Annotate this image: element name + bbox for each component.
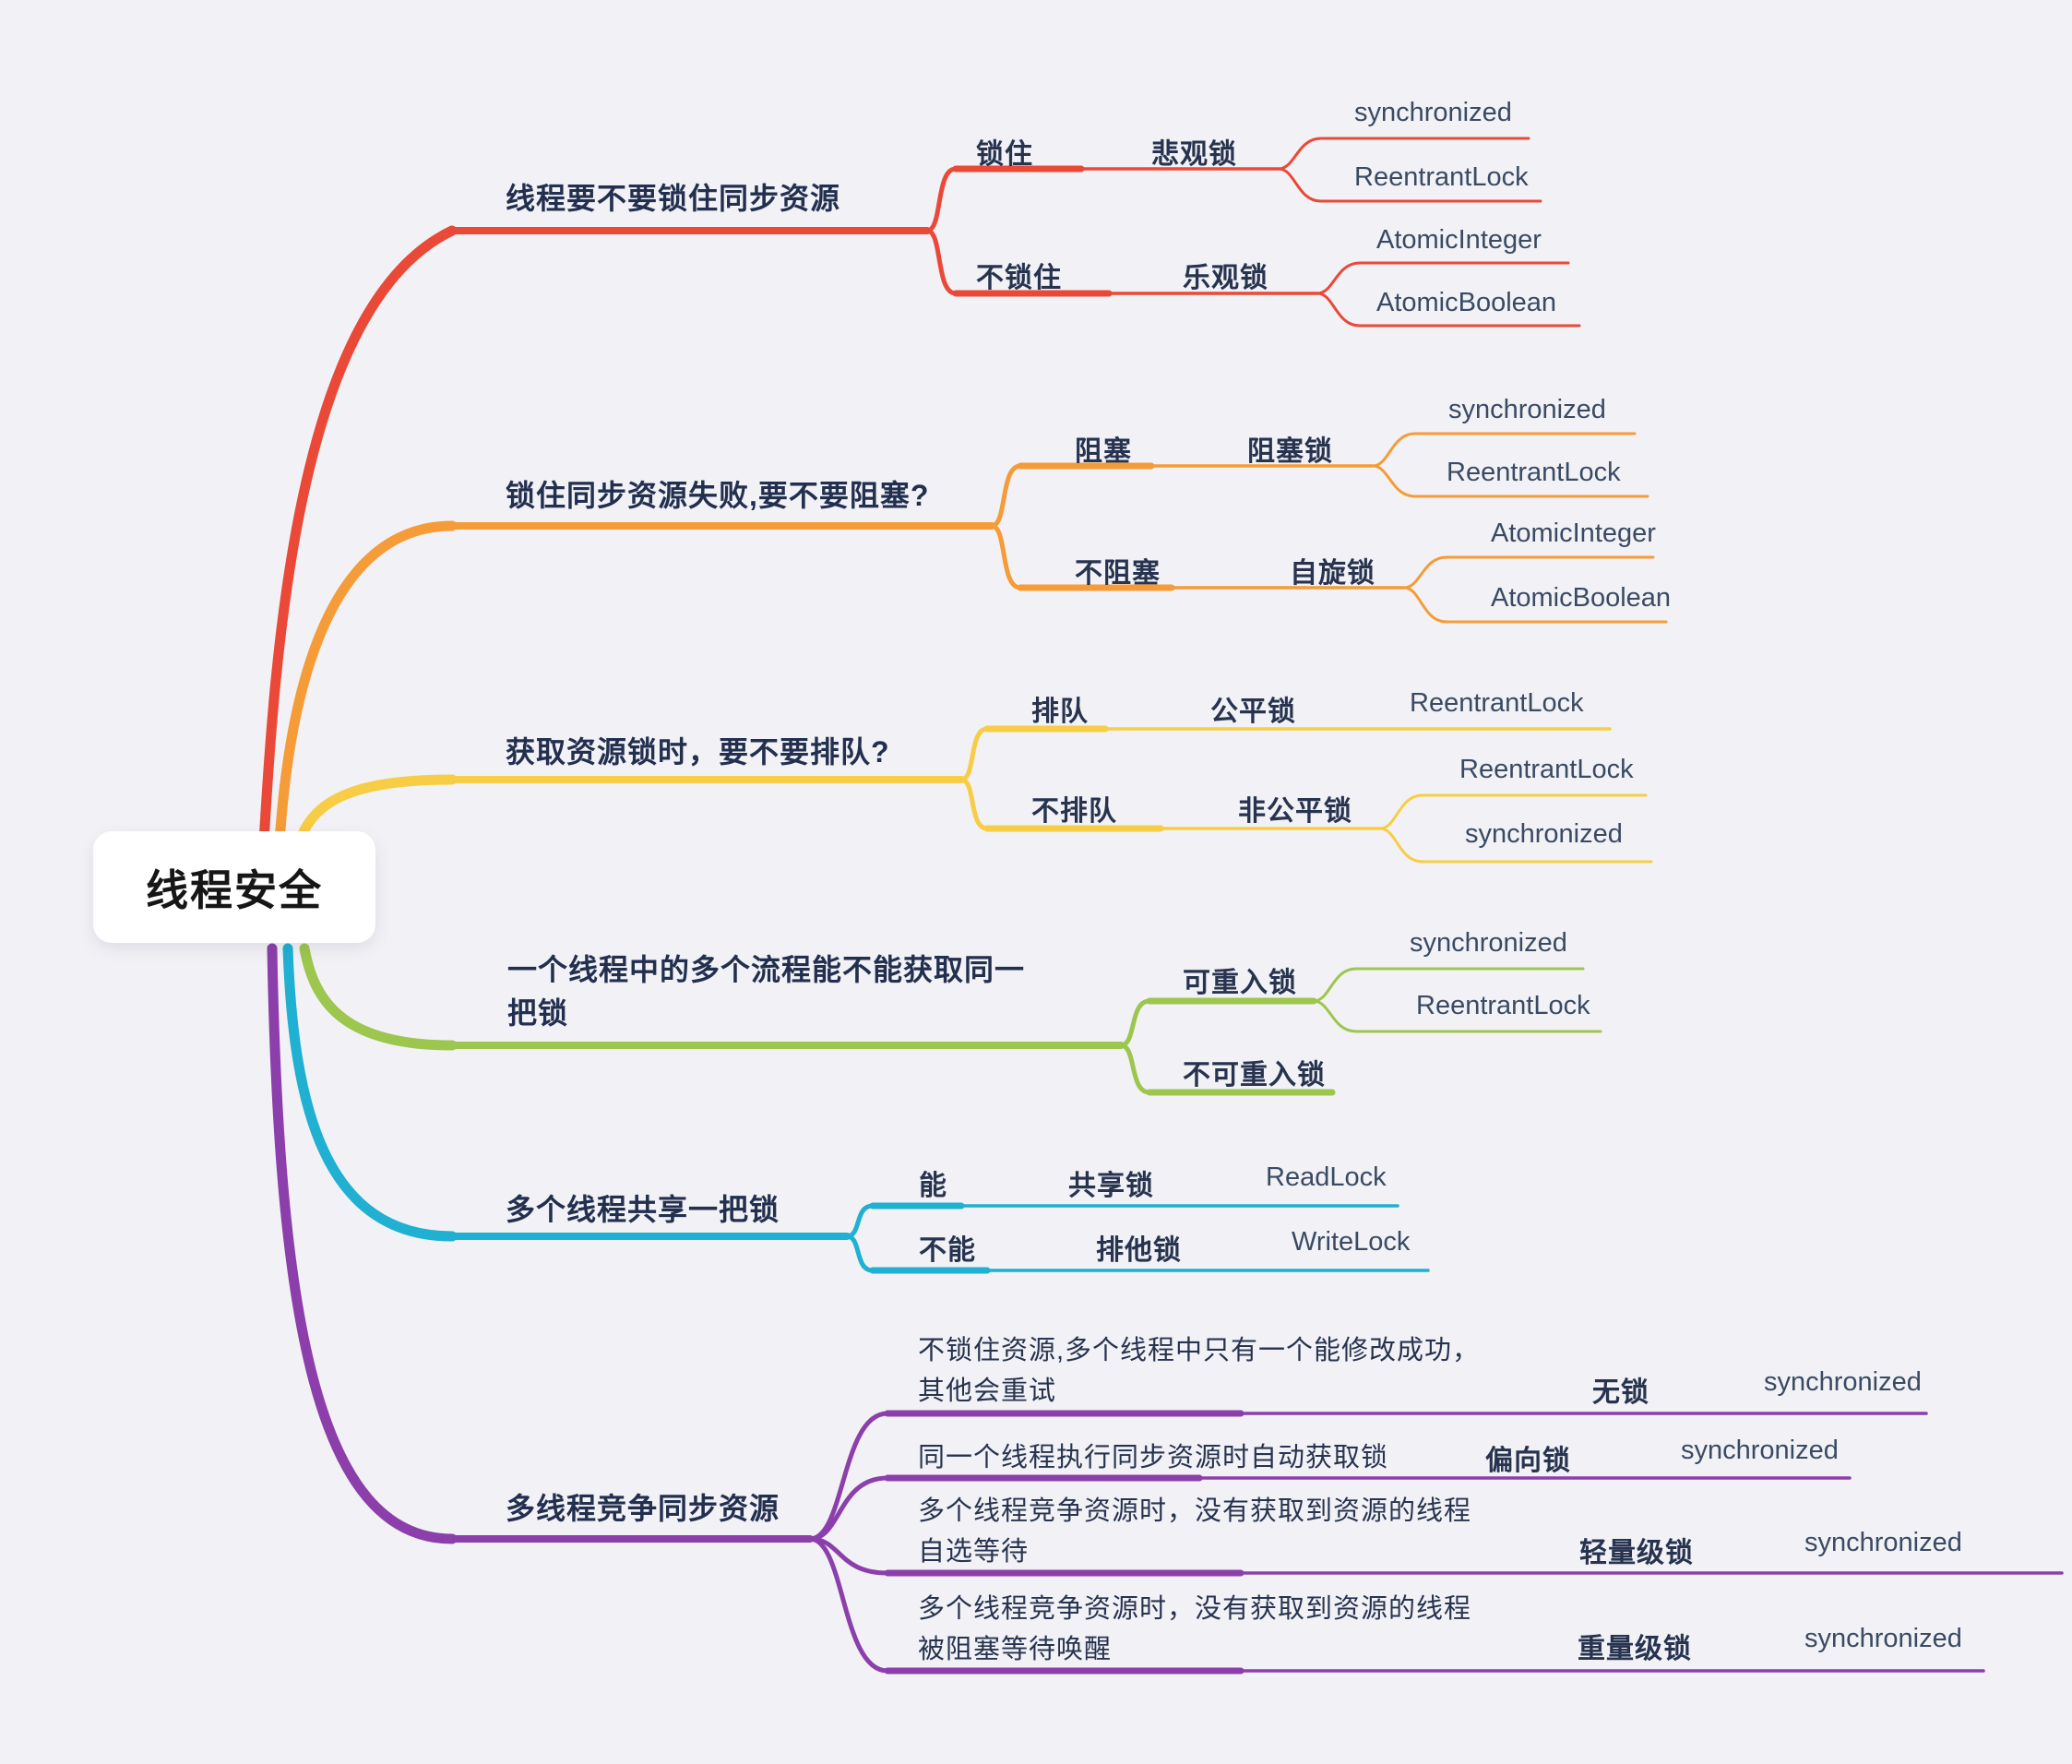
branch-share-lock-connector xyxy=(282,943,1430,1274)
leaf-reentrantlock[interactable]: ReentrantLock xyxy=(1459,755,1634,784)
leaf-atomicinteger[interactable]: AtomicInteger xyxy=(1376,225,1542,255)
topic-share-lock[interactable]: 多个线程共享一把锁 xyxy=(506,1193,780,1226)
node-blocking-lock[interactable]: 阻塞锁 xyxy=(1247,436,1333,467)
root-node-label: 线程安全 xyxy=(146,865,323,914)
node-lock[interactable]: 锁住 xyxy=(976,139,1033,170)
leaf-synchronized[interactable]: synchronized xyxy=(1448,395,1606,424)
topic-compete-sync-resource[interactable]: 多线程竞争同步资源 xyxy=(506,1492,780,1525)
leaf-atomicboolean[interactable]: AtomicBoolean xyxy=(1376,288,1557,317)
topic-lock-or-not[interactable]: 线程要不要锁住同步资源 xyxy=(506,182,841,215)
topic-block-or-not[interactable]: 锁住同步资源失败,要不要阻塞? xyxy=(506,479,930,512)
node-no-block[interactable]: 不阻塞 xyxy=(1075,558,1161,589)
node-exclusive-lock[interactable]: 排他锁 xyxy=(1096,1235,1182,1266)
node-heavyweight-lock[interactable]: 重量级锁 xyxy=(1578,1634,1692,1664)
node-lightweight-lock[interactable]: 轻量级锁 xyxy=(1579,1538,1694,1568)
node-fair-lock[interactable]: 公平锁 xyxy=(1210,697,1296,727)
node-spin-wait-desc[interactable]: 多个线程竞争资源时，没有获取到资源的线程自选等待 xyxy=(918,1496,1472,1567)
leaf-synchronized[interactable]: synchronized xyxy=(1804,1624,1962,1653)
leaf-atomicboolean[interactable]: AtomicBoolean xyxy=(1491,583,1672,613)
leaf-synchronized[interactable]: synchronized xyxy=(1804,1528,1962,1557)
leaf-reentrantlock[interactable]: ReentrantLock xyxy=(1354,162,1529,192)
node-shared-lock[interactable]: 共享锁 xyxy=(1068,1171,1154,1201)
node-auto-acquire-desc[interactable]: 同一个线程执行同步资源时自动获取锁 xyxy=(918,1443,1389,1472)
branch-lock-or-not-connector xyxy=(257,137,1581,864)
branch-reentrant-connector xyxy=(299,943,1602,1096)
node-queue[interactable]: 排队 xyxy=(1031,697,1089,727)
node-pessimistic-lock[interactable]: 悲观锁 xyxy=(1151,139,1237,170)
branch-block-or-not-connector xyxy=(273,432,1668,864)
node-can[interactable]: 能 xyxy=(919,1171,947,1201)
leaf-reentrantlock[interactable]: ReentrantLock xyxy=(1416,991,1590,1020)
topic-queue-or-not[interactable]: 获取资源锁时，要不要排队? xyxy=(506,735,890,769)
node-non-reentrant-lock[interactable]: 不可重入锁 xyxy=(1183,1060,1326,1091)
node-optimistic-lock[interactable]: 乐观锁 xyxy=(1183,263,1268,293)
branch-queue-or-not-connector xyxy=(290,725,1653,864)
root-node[interactable]: 线程安全 xyxy=(93,831,375,943)
leaf-synchronized[interactable]: synchronized xyxy=(1410,928,1567,958)
leaf-synchronized[interactable]: synchronized xyxy=(1465,819,1623,849)
node-biased-lock[interactable]: 偏向锁 xyxy=(1485,1446,1571,1476)
node-cas-retry-desc[interactable]: 不锁住资源,多个线程中只有一个能修改成功，其他会重试 xyxy=(918,1336,1481,1406)
node-unfair-lock[interactable]: 非公平锁 xyxy=(1238,796,1352,827)
leaf-atomicinteger[interactable]: AtomicInteger xyxy=(1491,518,1656,548)
node-block[interactable]: 阻塞 xyxy=(1075,436,1132,467)
leaf-writelock[interactable]: WriteLock xyxy=(1292,1227,1411,1257)
node-reentrant-lock[interactable]: 可重入锁 xyxy=(1183,968,1297,998)
leaf-synchronized[interactable]: synchronized xyxy=(1354,98,1512,127)
node-spin-lock[interactable]: 自旋锁 xyxy=(1290,558,1375,589)
leaf-readlock[interactable]: ReadLock xyxy=(1266,1162,1387,1192)
node-no-queue[interactable]: 不排队 xyxy=(1031,796,1117,827)
leaf-synchronized[interactable]: synchronized xyxy=(1681,1436,1839,1465)
node-lock-free[interactable]: 无锁 xyxy=(1592,1377,1649,1408)
topic-reentrant-question[interactable]: 一个线程中的多个流程能不能获取同一把锁 xyxy=(507,953,1026,1030)
branch-compete-connector xyxy=(267,943,2064,1675)
leaf-synchronized[interactable]: synchronized xyxy=(1764,1367,1922,1397)
leaf-reentrantlock[interactable]: ReentrantLock xyxy=(1447,458,1621,487)
leaf-reentrantlock[interactable]: ReentrantLock xyxy=(1410,688,1584,718)
node-blocked-wakeup-desc[interactable]: 多个线程竞争资源时，没有获取到资源的线程被阻塞等待唤醒 xyxy=(918,1594,1472,1664)
node-no-lock[interactable]: 不锁住 xyxy=(976,263,1062,293)
node-cannot[interactable]: 不能 xyxy=(919,1235,976,1266)
